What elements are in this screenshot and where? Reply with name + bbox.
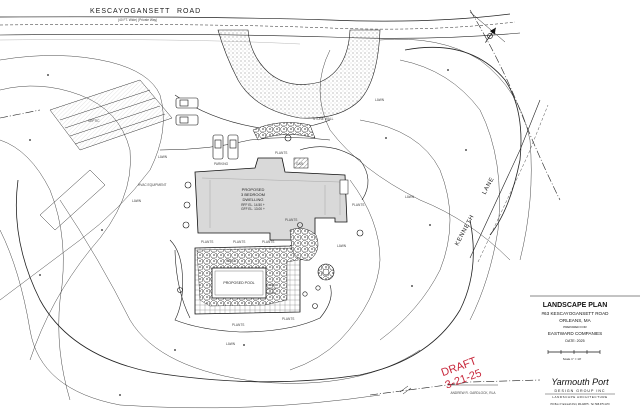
- stone-wall: [252, 122, 316, 141]
- scale-bar-ticks: [547, 350, 601, 354]
- road-sub-label: (40 FT. Wide) (Private Way): [118, 18, 157, 22]
- fire-pit-center: [322, 268, 330, 276]
- pool-label: PROPOSED POOL: [223, 281, 254, 285]
- svg-text:LAWN: LAWN: [337, 244, 347, 248]
- firm-name: Yarmouth Port: [551, 377, 609, 387]
- firm-contact: PO Box 3 Yarmouth Port, MA 02675 · Tel: …: [550, 403, 610, 406]
- svg-text:PROPOSED: PROPOSED: [242, 187, 265, 192]
- road-suffix: ROAD: [177, 8, 201, 15]
- scale-label: Scale 1" = 10': [563, 357, 582, 361]
- north-arrow-icon: [485, 27, 497, 43]
- prepared-for-label: PREPARED FOR: [563, 325, 587, 329]
- svg-text:LAWN: LAWN: [405, 195, 415, 199]
- patio-label: PATIO: [226, 259, 236, 263]
- road-name: KESCAYOGANSETT: [90, 8, 170, 15]
- svg-text:LANE: LANE: [482, 176, 496, 195]
- drive-edge-2: [159, 137, 331, 151]
- svg-text:LAWN: LAWN: [158, 155, 168, 159]
- grade-markers: [29, 69, 467, 396]
- septic-label: SEPTIC: [88, 119, 100, 123]
- svg-text:PLANTS: PLANTS: [201, 240, 213, 244]
- hvac-label: HVAC EQUIPMENT: [138, 183, 167, 187]
- parked-cars: [175, 97, 239, 160]
- pool: [211, 267, 267, 299]
- plan-town: ORLEANS, MA: [559, 318, 591, 323]
- svg-text:3 BEDROOM: 3 BEDROOM: [241, 192, 265, 197]
- house-footprint: [194, 157, 348, 241]
- svg-text:DWELLING: DWELLING: [243, 197, 264, 202]
- svg-text:PLANTS: PLANTS: [352, 203, 364, 207]
- plant-beds: [169, 146, 369, 333]
- trees: [177, 134, 364, 309]
- garage: [293, 157, 309, 169]
- parking-label: PARKING: [214, 162, 229, 166]
- driveway: [217, 29, 381, 119]
- lawn-labels: LAWN LAWN LAWN LAWN LAWN LAWN: [132, 98, 415, 346]
- stone-wall-label: STONE WALL: [313, 117, 334, 121]
- road: [0, 13, 521, 45]
- plant-labels: PLANTS PLANTS PLANTS PLANTS PLANTS PLANT…: [201, 151, 364, 327]
- lane-edge: [469, 99, 541, 259]
- svg-text:PLANTS: PLANTS: [232, 323, 244, 327]
- property-lines: [0, 9, 561, 396]
- stone-landing: [289, 228, 319, 261]
- svg-text:RFF EL. 14.50 +: RFF EL. 14.50 +: [241, 203, 265, 207]
- svg-text:GFF EL. 13.00 +: GFF EL. 13.00 +: [241, 207, 265, 211]
- lawn-edge-east: [404, 47, 522, 236]
- lawn-edge: [15, 179, 474, 383]
- signature-label: ANDREW R. GARDLOCK, RLA: [451, 391, 497, 395]
- lane-label: KENNETH LANE: [454, 176, 495, 247]
- svg-text:PLANTS: PLANTS: [233, 240, 245, 244]
- pool-coping: [214, 270, 264, 296]
- plan-title: LANDSCAPE PLAN: [543, 302, 608, 309]
- svg-text:PLANTS: PLANTS: [262, 240, 274, 244]
- plan-date: DATE: 2025: [565, 339, 584, 343]
- svg-text:LAWN: LAWN: [375, 98, 385, 102]
- plan-address: #63 KESCAYOGANSETT ROAD: [542, 311, 610, 316]
- svg-text:LAWN: LAWN: [226, 342, 236, 346]
- firm-tagline: LANDSCAPE ARCHITECTURE: [552, 395, 608, 399]
- north-edge: [469, 11, 506, 43]
- pool-steps: [266, 284, 276, 294]
- corner-tick-marks: [399, 385, 412, 395]
- firm-sub: DESIGN GROUP INC: [554, 389, 605, 393]
- garage-label: GAR.: [296, 162, 304, 166]
- chimney: [339, 179, 349, 195]
- svg-text:PLANTS: PLANTS: [275, 151, 287, 155]
- draft-stamp: DRAFT 3-21-25: [440, 355, 484, 391]
- svg-text:LAWN: LAWN: [132, 199, 142, 203]
- svg-text:PLANTS: PLANTS: [285, 218, 297, 222]
- client-name: EASTWARD COMPANIES: [548, 331, 602, 336]
- svg-text:PLANTS: PLANTS: [282, 317, 294, 321]
- house-label: PROPOSED 3 BEDROOM DWELLING RFF EL. 14.5…: [241, 187, 265, 211]
- septic-field: [39, 79, 173, 231]
